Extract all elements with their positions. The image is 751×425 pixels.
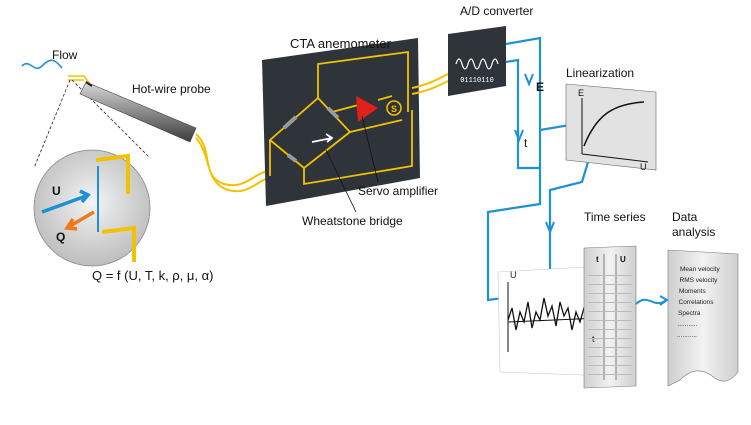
analysis-list-item: Mean velocity [680,266,720,273]
inset-u-label: U [52,184,61,198]
analysis-list-item: ........... [677,321,698,328]
signal-arrow-icon [545,221,555,235]
zoom-line-right [71,79,151,159]
time-series-row [588,322,632,330]
analysis-list-item: Spectra [678,310,701,317]
wire-detail-inset [33,149,151,267]
heat-transfer-formula: Q = f (U, T, k, ρ, μ, α) [92,268,214,283]
ts-col-t: t [596,255,599,264]
signal-arrow-icon [514,129,524,143]
probe-cable [195,133,277,193]
cta-anemometer-label: CTA anemometer [290,36,391,51]
time-series-row [588,304,632,312]
time-series-row [588,367,632,375]
ts-col-u: U [620,255,626,264]
time-series-row [588,340,632,348]
flow-arrow-icon [21,59,63,70]
data-analysis-label-1: Data [672,210,698,224]
linearization-label: Linearization [566,66,635,80]
servo-s-icon [386,100,402,116]
wheatstone-bridge-label: Wheatstone bridge [302,214,403,228]
data-analysis-sheet [667,249,739,387]
signal-t-label: t [524,136,528,150]
servo-amplifier-icon [356,96,378,122]
inset-velocity-arrow-icon [41,189,91,214]
ad-converter-label: A/D converter [460,4,534,18]
signal-arrow-icon [524,73,534,87]
time-series-label: Time series [584,210,646,224]
ad-wave-icon [455,58,499,70]
bridge-resistors [282,106,340,163]
flow-label: Flow [52,48,78,62]
analysis-list-item: ........... [677,332,697,339]
analysis-list-item: Correlations [678,299,714,306]
signal-u-label: U [510,270,517,280]
analysis-list-item: Moments [679,288,706,295]
ts-to-analysis-arrow-icon [635,295,669,306]
inset-heat-arrow-icon [63,210,95,231]
lin-axis-e: E [578,88,584,98]
time-series-row [588,349,632,357]
linearization-panel [565,83,657,171]
bridge-arrow-icon [311,133,334,143]
time-series-row [588,268,632,276]
servo-pointer [361,115,379,183]
servo-s-label: S [391,104,397,114]
data-analysis-label-2: analysis [672,225,716,239]
hot-wire-probe-icon [79,81,197,143]
time-series-row [588,295,632,303]
analysis-list-item: RMS velocity [679,277,718,284]
hot-wire-probe-label: Hot-wire probe [132,82,211,96]
signal-t-axis-label: t [592,334,595,344]
bridge-pointer [325,149,357,213]
time-series-row [588,277,632,285]
zoom-line-left [33,79,71,169]
time-series-row [588,331,632,339]
time-series-row [588,358,632,366]
lin-axis-u: U [640,162,647,172]
servo-amplifier-label: Servo amplifier [358,184,439,198]
probe-tip-icon [68,75,91,85]
ad-digits: 01110110 [460,77,494,85]
inset-q-label: Q [56,230,66,244]
time-series-row [588,313,632,321]
ad-converter-box [448,26,506,96]
time-series-row [588,286,632,294]
signal-e-label: E [536,80,545,94]
